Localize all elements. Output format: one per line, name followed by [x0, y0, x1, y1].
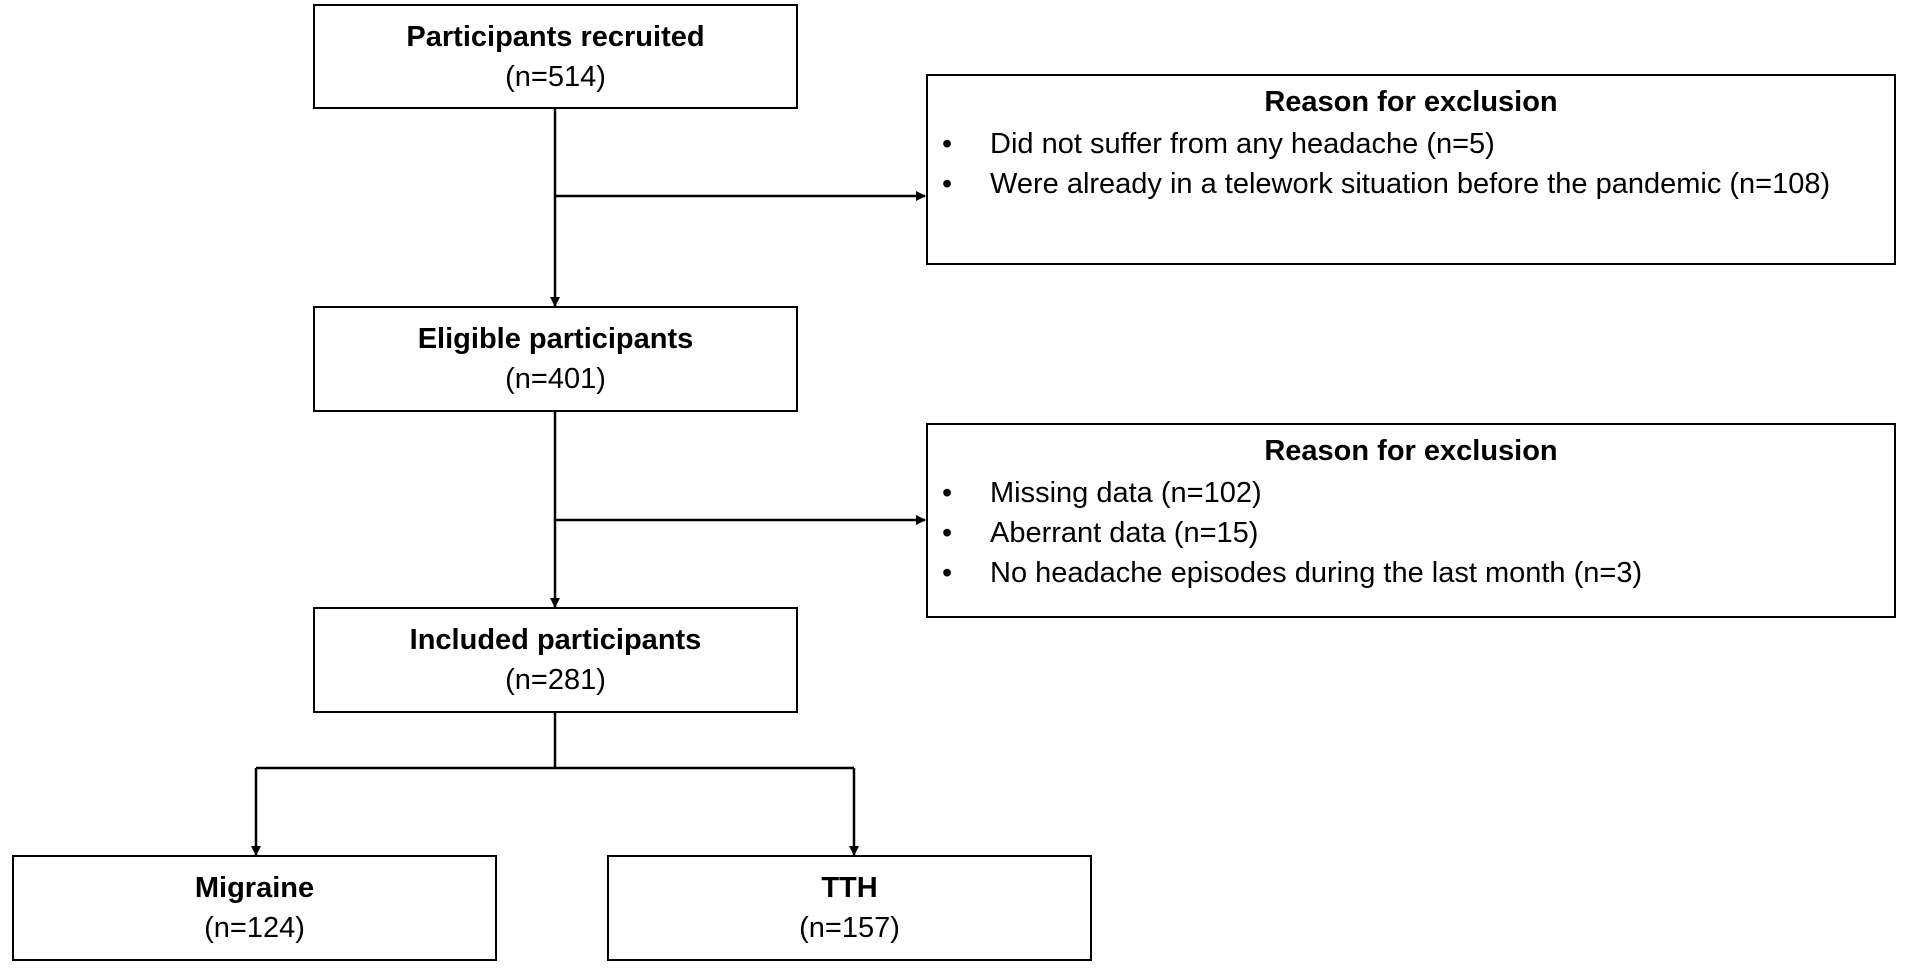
bullet-icon: • [942, 557, 953, 589]
exclusion-1-item: • Did not suffer from any headache (n=5) [928, 124, 1894, 164]
eligible-box: Eligible participants (n=401) [313, 306, 798, 412]
exclusion-2-item-text: No headache episodes during the last mon… [990, 557, 1643, 589]
tth-title: TTH [821, 872, 878, 904]
exclusion-1-title: Reason for exclusion [1264, 86, 1558, 118]
migraine-title: Migraine [194, 872, 315, 904]
bullet-icon: • [942, 517, 953, 549]
exclusion-1-list: •Did not suffer from any headache (n=5) … [928, 124, 1894, 204]
exclusion-2-item: • Missing data (n=102) [928, 473, 1894, 513]
exclusion-2-item-text: Missing data (n=102) [990, 477, 1262, 509]
included-title: Included participants [409, 624, 702, 656]
eligible-count: (n=401) [505, 363, 606, 395]
exclusion-2-item: • Aberrant data (n=15) [928, 513, 1894, 553]
recruited-count: (n=514) [505, 60, 606, 93]
migraine-count: (n=124) [204, 912, 305, 944]
bullet-icon: • [942, 128, 953, 160]
exclusion-2-item: • No headache episodes during the last mo… [928, 553, 1894, 593]
migraine-box: Migraine (n=124) [12, 855, 497, 961]
exclusion-box-2: Reason for exclusion • Missing data (n=10… [926, 423, 1896, 618]
exclusion-1-item-text: Were already in a telework situation bef… [990, 168, 1831, 200]
tth-box: TTH (n=157) [607, 855, 1092, 961]
exclusion-2-list: • Missing data (n=102) • Aberrant data (n=… [928, 473, 1894, 593]
tth-count: (n=157) [799, 912, 900, 944]
included-count: (n=281) [505, 664, 606, 696]
bullet-icon: • [942, 168, 953, 200]
bullet-icon: • [942, 477, 953, 509]
eligible-title: Eligible participants [417, 323, 694, 355]
exclusion-2-title: Reason for exclusion [1264, 435, 1558, 467]
exclusion-box-1: Reason for exclusion • Did not suffer fro… [926, 74, 1896, 265]
recruited-title: Participants recruited [406, 20, 705, 53]
recruited-box: Participants recruited (n=514) [313, 4, 798, 109]
exclusion-1-item: • Were already in a telework situation be… [928, 164, 1894, 204]
exclusion-1-item-text: Did not suffer from any headache (n=5) [990, 128, 1495, 160]
included-box: Included participants (n=281) [313, 607, 798, 713]
exclusion-2-item-text: Aberrant data (n=15) [990, 517, 1259, 549]
